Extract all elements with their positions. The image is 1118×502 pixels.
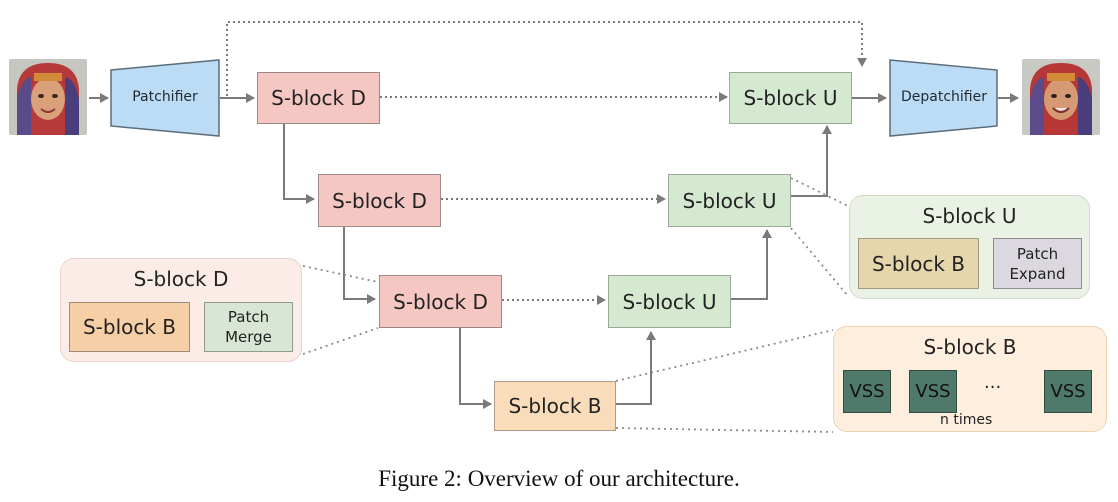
s-block-u-level1: S-block U <box>729 72 852 124</box>
arrow-b-to-u3 <box>616 331 656 405</box>
leader-panel-d-bottom <box>302 327 379 355</box>
arrow-u3-to-u2 <box>731 229 772 300</box>
skip-top-dotted <box>226 21 867 96</box>
vss-ellipsis: ··· <box>984 377 1002 398</box>
panel-u-s-block-b: S-block B <box>858 238 979 289</box>
s-block-b-bottleneck: S-block B <box>494 381 616 431</box>
panel-s-block-u: S-block U S-block B Patch Expand <box>849 195 1090 299</box>
panel-u-patch-expand: Patch Expand <box>993 238 1082 289</box>
vss-block-n: VSS <box>1044 370 1092 413</box>
patchifier-label: Patchifier <box>132 89 198 105</box>
arrow-d1-to-d2 <box>283 124 315 204</box>
s-block-d-level1: S-block D <box>257 72 380 124</box>
leader-panel-u-bottom <box>790 227 849 297</box>
s-block-d-level2: S-block D <box>318 174 441 227</box>
depatchifier-shape <box>889 59 998 137</box>
patchifier-shape <box>110 59 220 137</box>
panel-s-block-d: S-block D S-block B Patch Merge <box>60 258 302 362</box>
leader-panel-b-top <box>615 329 834 382</box>
vss-block-2: VSS <box>909 370 957 413</box>
s-block-u-level3: S-block U <box>608 275 731 328</box>
panel-b-title: S-block B <box>923 335 1017 359</box>
arrow-d3-to-b <box>459 328 492 409</box>
s-block-d-level3: S-block D <box>379 275 502 328</box>
arrow-u2-to-u1 <box>790 125 832 197</box>
panel-d-patch-merge: Patch Merge <box>204 302 293 352</box>
depatchifier-label: Depatchifier <box>901 89 987 105</box>
panel-u-title: S-block U <box>922 204 1017 228</box>
figure-caption: Figure 2: Overview of our architecture. <box>378 466 740 491</box>
s-block-u-level2: S-block U <box>668 174 791 227</box>
panel-s-block-b: S-block B VSS VSS ··· VSS n times <box>833 326 1107 432</box>
leader-panel-d-top <box>302 265 379 283</box>
leader-panel-b-bottom <box>615 427 834 433</box>
input-image <box>9 59 87 135</box>
arrow-d2-to-d3 <box>343 227 376 304</box>
vss-block-1: VSS <box>843 370 891 413</box>
output-image <box>1022 59 1100 135</box>
panel-d-s-block-b: S-block B <box>69 302 190 352</box>
leader-panel-u-top <box>790 177 849 207</box>
repeat-label: n times <box>940 412 993 428</box>
panel-d-title: S-block D <box>133 267 229 291</box>
